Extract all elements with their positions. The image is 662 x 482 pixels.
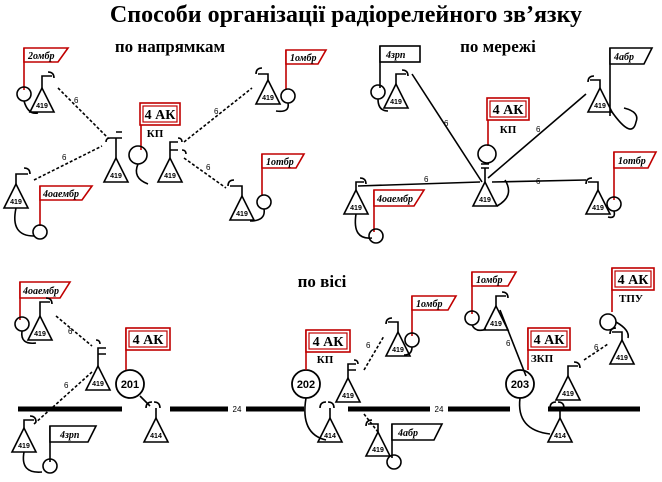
unit-1ombr-axis-mid: 419 1омбр [384,295,458,357]
unit-4abr-axis: 419 4абр [364,419,444,470]
unit-1otbr-direction: 6 419 1отбр [183,153,306,222]
svg-text:6: 6 [68,327,73,336]
kp-flag-direction: 4 АК КП [139,102,181,150]
svg-text:КП: КП [500,124,517,136]
station-code: 419 [110,173,122,180]
svg-text:419: 419 [490,321,502,328]
unit-4zrp-network: 4зрп 419 6 [370,45,483,183]
svg-text:1омбр: 1омбр [476,275,502,286]
svg-text:4 АК: 4 АК [133,333,165,348]
svg-text:4оаембр: 4оаембр [376,194,413,205]
svg-text:419: 419 [342,393,354,400]
svg-text:1отбр: 1отбр [266,157,294,168]
svg-text:4абр: 4абр [397,428,418,439]
axis-node-202: 202 4 АК КП 419 414 6 [291,329,385,443]
group-by-axis: 24 24 201 4 АК 419 414 4оаембр 419 [10,267,655,474]
svg-text:419: 419 [18,443,30,450]
unit-4abr-network: 6 419 4абр [487,47,654,179]
axis-channel-label: 24 [435,405,444,414]
svg-text:6: 6 [214,107,219,116]
svg-text:4 АК: 4 АК [534,333,566,348]
unit-4oaembr-network: 6 419 4оаембр [342,175,481,244]
svg-text:6: 6 [536,125,541,134]
svg-text:203: 203 [511,379,529,391]
svg-text:6: 6 [594,343,599,352]
station-triangle [156,156,184,183]
svg-text:4 АК: 4 АК [493,103,525,118]
svg-text:6: 6 [62,153,67,162]
unit-1ombr-direction: 6 419 1омбр [183,49,328,143]
svg-text:6: 6 [366,341,371,350]
kp-flag-network: 4 АК КП [486,97,530,146]
kp-antenna-circle [128,145,148,165]
svg-text:419: 419 [372,447,384,454]
svg-text:419: 419 [562,391,574,398]
svg-text:1омбр: 1омбр [290,53,316,64]
svg-text:6: 6 [444,119,449,128]
svg-text:6: 6 [206,163,211,172]
unit-2ombr: 2омбр 419 6 [16,47,109,139]
svg-text:414: 414 [324,433,336,440]
svg-text:419: 419 [592,205,604,212]
kp-label: КП [147,128,164,140]
svg-text:6: 6 [536,177,541,186]
antenna-mast [169,137,187,158]
svg-text:414: 414 [554,433,566,440]
svg-text:4оаембр: 4оаембр [22,286,59,297]
kp-cable [135,163,149,185]
svg-text:419: 419 [479,197,491,204]
svg-text:1омбр: 1омбр [416,299,442,310]
unit-tpu: 4 АК ТПУ 419 [599,267,655,365]
svg-text:202: 202 [297,379,315,391]
group-by-direction: 4 АК КП 419 419 2омбр 419 6 6 [2,47,328,240]
svg-text:КП: КП [317,354,334,366]
svg-text:4зрп: 4зрп [59,430,80,441]
svg-text:1отбр: 1отбр [618,156,646,167]
svg-text:419: 419 [10,199,22,206]
svg-text:419: 419 [392,347,404,354]
unit-4zrp-axis: 6 419 4зрп [10,371,98,474]
svg-text:6: 6 [424,175,429,184]
svg-text:4 АК: 4 АК [313,335,345,350]
svg-text:419: 419 [92,381,104,388]
svg-text:6: 6 [64,381,69,390]
svg-text:6: 6 [506,339,511,348]
svg-text:419: 419 [350,205,362,212]
svg-text:414: 414 [150,433,162,440]
svg-text:419: 419 [616,355,628,362]
group-by-network: 4 АК КП 419 4зрп 419 6 6 419 [342,45,658,244]
svg-text:4оаембр: 4оаембр [42,189,79,200]
svg-text:201: 201 [121,379,139,391]
axis-node-201: 201 4 АК 419 414 [84,327,171,443]
svg-text:419: 419 [594,103,606,110]
station-code: 419 [164,173,176,180]
section-by-axis: по вісі [298,272,347,291]
section-by-direction: по напрямкам [115,37,226,56]
svg-text:419: 419 [390,99,402,106]
unit-4oaembr-axis: 4оаембр 419 6 [14,281,93,347]
kp-unit-label: 4 АК [145,108,177,123]
diagram-title: Способи організації радіорелейного зв’яз… [110,2,582,28]
section-by-network: по мережі [460,37,536,56]
unit-label-2ombr: 2омбр [27,51,54,62]
svg-text:ТПУ: ТПУ [619,293,643,305]
svg-text:419: 419 [236,211,248,218]
svg-text:419: 419 [36,103,48,110]
svg-text:4 АК: 4 АК [618,273,650,288]
unit-4oaembr: 6 419 4оаембр [2,145,103,240]
svg-text:4абр: 4абр [613,52,634,63]
antenna-mast [105,131,122,158]
unit-1ombr-axis-right: 1омбр 419 [464,271,518,332]
unit-1otbr-network: 6 419 1отбр [491,151,658,219]
svg-text:419: 419 [34,331,46,338]
axis-channel-label: 24 [233,405,242,414]
axis-node-203: 203 4 АК ЗКП 419 414 6 6 [499,309,609,443]
svg-text:6: 6 [74,96,79,105]
svg-text:ЗКП: ЗКП [531,353,554,365]
svg-text:4зрп: 4зрп [385,50,406,61]
svg-text:419: 419 [262,95,274,102]
station-triangle [102,156,130,183]
